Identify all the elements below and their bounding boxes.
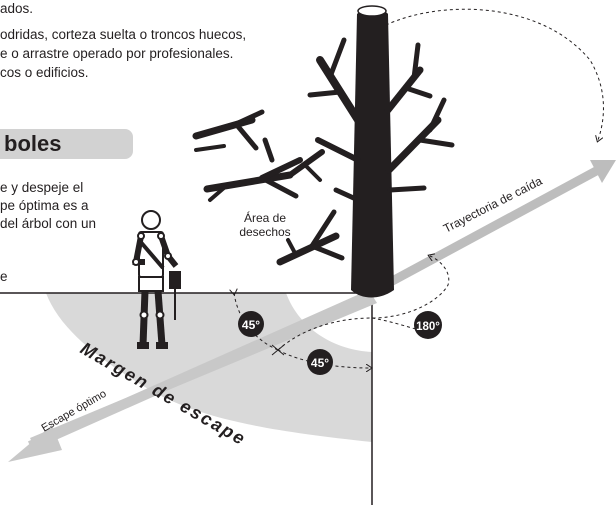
angle-badge-180: 180° [414,311,442,339]
worker-icon [132,210,181,349]
angle-arc-180 [277,256,450,351]
body-line-5: e [0,269,8,284]
angle-arc-180-b [371,317,421,331]
body-line-1: e y despeje el [0,180,84,195]
intro-line-4: cos o edificios. [0,65,89,80]
fall-path-arrow [369,160,616,296]
intro-line-1: ados. [0,1,34,16]
angle-45-b-label: 45° [311,356,329,370]
optimal-escape-arrow [8,289,377,462]
section-title: boles [4,131,62,156]
intro-line-3: e o arrastre operado por profesionales. [0,46,234,61]
body-line-3: del árbol con un [0,216,97,231]
intro-line-2: odridas, corteza suelta o troncos huecos… [0,27,247,42]
angle-45-a-label: 45° [242,318,260,332]
debris-area-label-line1: Área de [244,210,286,225]
tree-icon [307,5,455,298]
debris-area-label-line2: desechos [239,225,290,239]
angle-180-label: 180° [416,321,440,333]
body-line-2: pe óptima es a [0,198,89,213]
debris-branches-icon [192,109,345,266]
angle-badge-45-a: 45° [238,311,264,337]
fall-trajectory-arc [385,8,604,140]
angle-tick-b [271,344,285,356]
angle-badge-45-b: 45° [307,349,333,375]
section-header-bar [0,129,133,159]
